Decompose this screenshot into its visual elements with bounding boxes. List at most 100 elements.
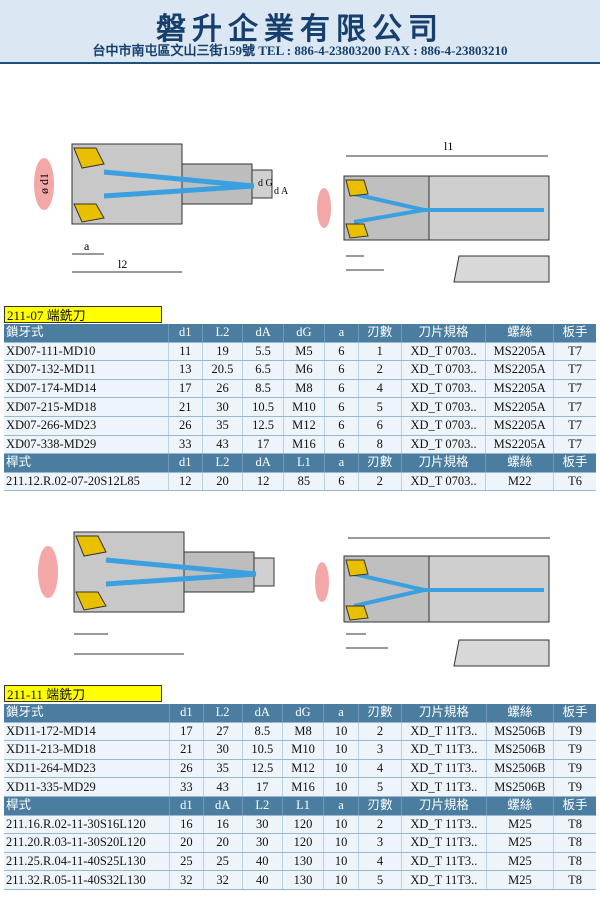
table-row-cell: 130 xyxy=(282,870,324,890)
table-row-cell: M10 xyxy=(282,740,324,760)
table-row-cell: XD_T 0703.. xyxy=(400,379,486,399)
table-row-cell: MS2205A xyxy=(485,397,554,417)
table-row-cell: M8 xyxy=(282,722,324,742)
table-row-cell: 30 xyxy=(241,815,283,835)
table-row-cell: 12.5 xyxy=(241,759,283,779)
table-row-cell: 5 xyxy=(357,397,402,417)
table-row-cell: 6 xyxy=(323,416,359,436)
table-row-cell: 33 xyxy=(168,777,204,797)
table-row-cell: 30 xyxy=(201,397,243,417)
table-row-cell: 4 xyxy=(358,852,402,872)
table-header-row-cell: 螺絲 xyxy=(485,704,554,723)
table-row-cell: 6.5 xyxy=(242,360,284,380)
table-row-cell: XD07-215-MD18 xyxy=(4,397,169,417)
table-row-cell: 35 xyxy=(202,759,243,779)
table-header-row-cell: 刃數 xyxy=(358,704,402,723)
shank-tool-drawing-2 xyxy=(315,537,550,667)
table-row-cell: 6 xyxy=(323,472,359,492)
table-header-row-cell: 刃數 xyxy=(357,453,402,473)
table-row-cell: 43 xyxy=(201,435,243,455)
table-row-cell: M8 xyxy=(282,379,325,399)
table-row-cell: M12 xyxy=(282,759,324,779)
section-title-211-07: 211-07 端銑刀 xyxy=(4,306,162,323)
table-row-cell: 10.5 xyxy=(242,397,284,417)
table-header-row-cell: d1 xyxy=(167,324,203,343)
table-row-cell: 5.5 xyxy=(242,342,284,362)
table-row-cell: XD_T 11T3.. xyxy=(400,833,487,853)
table-row-cell: 120 xyxy=(282,833,324,853)
table-row-cell: XD11-335-MD29 xyxy=(4,777,170,797)
page-header: 磐升企業有限公司 台中市南屯區文山三街159號 TEL : 886-4-2380… xyxy=(0,0,600,64)
a-label: a xyxy=(84,239,90,253)
table-row-cell: M6 xyxy=(282,360,325,380)
table-row-cell: 12 xyxy=(242,472,284,492)
table-row-cell: 43 xyxy=(202,777,243,797)
table-row-cell: 2 xyxy=(357,360,402,380)
table-header-row-cell: 刃數 xyxy=(357,324,402,343)
table-row-cell: XD07-132-MD11 xyxy=(4,360,169,380)
table-row-cell: 13 xyxy=(167,360,203,380)
table-row-cell: M10 xyxy=(282,397,325,417)
table-row-cell: 40 xyxy=(241,870,283,890)
table-row-cell: MS2205A xyxy=(485,435,554,455)
table-header-row-cell: dA xyxy=(202,796,243,816)
table-row-cell: M25 xyxy=(485,852,554,872)
table-row-cell: XD_T 11T3.. xyxy=(400,870,487,890)
table-row-cell: 10 xyxy=(322,815,359,835)
table-row-cell: 5 xyxy=(358,777,402,797)
table-row-cell: 211.12.R.02-07-20S12L85 xyxy=(4,472,169,492)
table-row-cell: 1 xyxy=(357,342,402,362)
table-row-cell: XD_T 0703.. xyxy=(400,416,486,436)
table-row-cell: 17 xyxy=(167,379,203,399)
company-contact: 台中市南屯區文山三街159號 TEL : 886-4-23803200 FAX … xyxy=(92,43,508,58)
table-row-cell: M25 xyxy=(485,870,554,890)
table-row-cell: XD07-338-MD29 xyxy=(4,435,169,455)
table-header-row-cell: a xyxy=(322,704,359,723)
screw-in-head-drawing-2 xyxy=(38,531,275,655)
table-row-cell: XD11-264-MD23 xyxy=(4,759,170,779)
section-title-211-11: 211-11 端銑刀 xyxy=(4,685,162,702)
table-row-cell: MS2506B xyxy=(485,740,554,760)
table-row-cell: 19 xyxy=(201,342,243,362)
table-row-cell: 8 xyxy=(357,435,402,455)
table-row-cell: T8 xyxy=(553,870,596,890)
table-row-cell: XD07-111-MD10 xyxy=(4,342,169,362)
table-header-row-cell: 刀片規格 xyxy=(400,796,487,816)
table-row-cell: 10 xyxy=(322,833,359,853)
d1-label: ø d1 xyxy=(37,173,51,194)
table-row-cell: T8 xyxy=(553,833,596,853)
table-row-cell: 8.5 xyxy=(242,379,284,399)
table-row-cell: 33 xyxy=(167,435,203,455)
shank-tool-drawing: l1 xyxy=(317,139,550,283)
table-row-cell: 211.16.R.02-11-30S16L120 xyxy=(4,815,170,835)
table-header-row-cell: d1 xyxy=(168,704,204,723)
table-header-row-cell: 刀片規格 xyxy=(400,704,487,723)
table-row-cell: 8.5 xyxy=(241,722,283,742)
table-header-row-cell: 板手 xyxy=(553,704,596,723)
table-row-cell: T7 xyxy=(553,360,596,380)
table-row-cell: XD_T 11T3.. xyxy=(400,722,487,742)
table-row-cell: 30 xyxy=(241,833,283,853)
table-row-cell: 10 xyxy=(322,777,359,797)
table-header-row-cell: d1 xyxy=(168,796,204,816)
table-row-cell: 32 xyxy=(168,870,204,890)
table-row-cell: 26 xyxy=(167,416,203,436)
table-header-row-cell: 刀片規格 xyxy=(400,324,486,343)
table-header-row-cell: 螺絲 xyxy=(485,324,554,343)
table-row-cell: 2 xyxy=(357,472,402,492)
tool-drawing-svg-1: ø d1 a l2 d G d A l1 xyxy=(34,139,550,283)
company-name: 磐升企業有限公司 xyxy=(156,13,444,46)
table-row-cell: XD07-174-MD14 xyxy=(4,379,169,399)
table-row-cell: T7 xyxy=(553,379,596,399)
table-row-cell: T7 xyxy=(553,397,596,417)
table-row-cell: 32 xyxy=(202,870,243,890)
table-row-cell: M25 xyxy=(485,833,554,853)
table-row-cell: 4 xyxy=(357,379,402,399)
table-row-cell: MS2506B xyxy=(485,722,554,742)
